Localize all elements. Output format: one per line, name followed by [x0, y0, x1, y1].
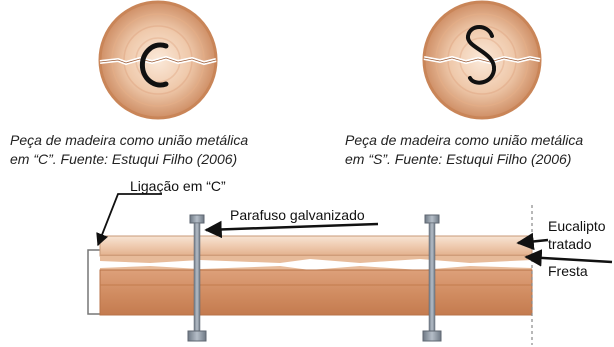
beam-top-upper	[99, 235, 533, 257]
bolt-head	[424, 214, 440, 224]
caption-left: Peça de madeira como união metálica em “…	[10, 131, 248, 169]
caption-right-line1: Peça de madeira como união metálica	[345, 132, 584, 148]
caption-left-line2: em “C”. Fuente: Estuqui Filho (2006)	[10, 151, 238, 167]
caption-right: Peça de madeira como união metálica em “…	[345, 131, 583, 169]
caption-right-line2: em “S”. Fuente: Estuqui Filho (2006)	[345, 151, 572, 167]
c-connector-icon	[139, 42, 169, 88]
bolt-head	[189, 214, 205, 224]
label-eucalyptus-line1: Eucalipto	[548, 218, 606, 234]
pointer-lines	[96, 193, 613, 267]
caption-left-line1: Peça de madeira como união metálica	[10, 132, 249, 148]
log-cross-section-right	[422, 0, 542, 120]
bolt-shank	[193, 222, 201, 332]
bolt-nut	[422, 330, 442, 342]
log-cross-section-left	[98, 0, 218, 120]
eucalyptus-pointer-arrow	[516, 232, 549, 251]
connector-pointer-arrow	[96, 193, 162, 247]
crack-pointer-arrow	[524, 249, 613, 267]
crack-edge	[99, 57, 217, 64]
crack-edge	[423, 57, 541, 63]
bolt-shank	[428, 222, 436, 332]
label-crack: Fresta	[548, 263, 588, 279]
label-eucalyptus-line2: tratado	[548, 236, 592, 252]
label-connector: Ligação em “C”	[130, 178, 226, 194]
bolt-nut	[187, 330, 207, 342]
crack-gap	[100, 259, 532, 270]
beam-bottom	[99, 269, 533, 316]
label-bolt: Parafuso galvanizado	[230, 207, 365, 223]
beam-assembly	[87, 205, 533, 345]
bolt-pointer-arrow	[204, 220, 379, 239]
s-connector-icon	[466, 25, 496, 85]
